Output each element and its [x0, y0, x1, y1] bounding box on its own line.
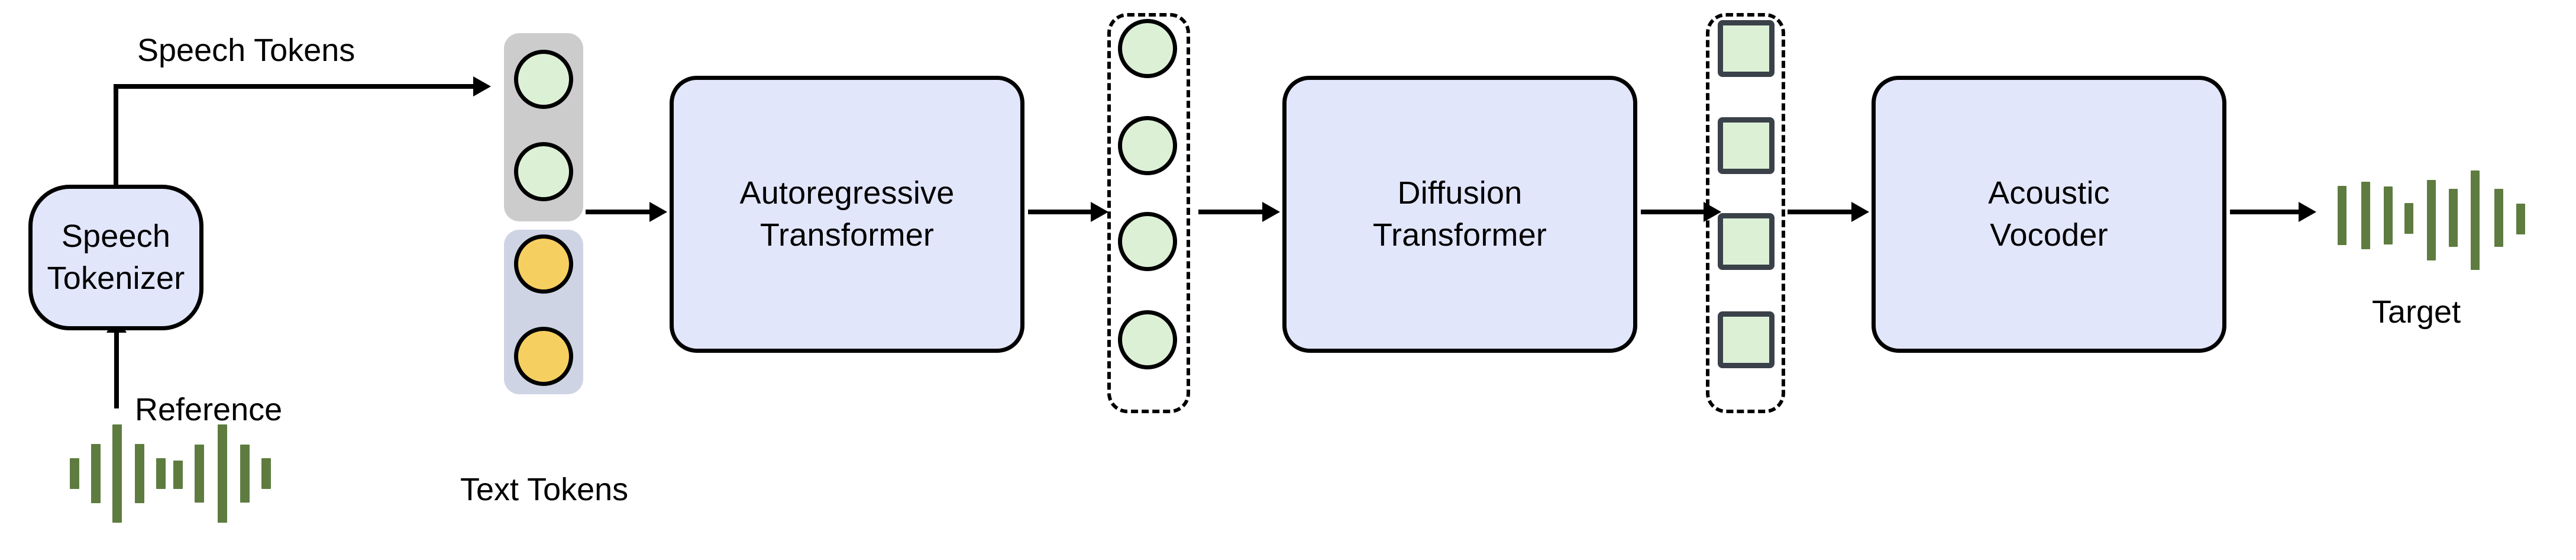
- waveform-bar: [2427, 180, 2436, 260]
- dit-to-mel-arrow-line: [1641, 210, 1706, 214]
- acoustic-vocoder-label: Acoustic Vocoder: [1988, 175, 2110, 253]
- mel-feature-group: [1706, 13, 1785, 413]
- waveform-bar: [173, 461, 183, 489]
- speech-tokens-arrow-head-icon: [473, 76, 491, 96]
- waveform-bar: [91, 444, 101, 503]
- waveform-bar: [112, 424, 122, 523]
- text-tokens-label: Text Tokens: [460, 472, 629, 507]
- reference-label: Reference: [135, 392, 283, 427]
- generated-to-dit-arrow-head-icon: [1262, 202, 1280, 222]
- mel-feature-square[interactable]: [1718, 117, 1775, 174]
- ar-to-generated-arrow-head-icon: [1091, 202, 1108, 222]
- speech-tokens-arrow-vertical: [114, 84, 118, 186]
- waveform-bar: [156, 458, 166, 489]
- waveform-bar: [2361, 182, 2370, 249]
- mel-to-vocoder-arrow-line: [1788, 210, 1854, 214]
- tokens-to-ar-arrow-line: [586, 210, 652, 214]
- reference-arrow-line: [114, 332, 119, 408]
- generated-speech-token-circle[interactable]: [1118, 19, 1177, 78]
- reference-waveform: [70, 414, 283, 539]
- waveform-bar: [2338, 186, 2346, 245]
- vocoder-to-target-arrow-head-icon: [2299, 202, 2316, 222]
- generated-to-dit-arrow-line: [1198, 210, 1265, 214]
- speech-token-circle[interactable]: [514, 50, 573, 109]
- diffusion-transformer-block[interactable]: Diffusion Transformer: [1282, 76, 1637, 353]
- diffusion-transformer-label: Diffusion Transformer: [1372, 175, 1547, 253]
- waveform-bar: [2516, 204, 2525, 234]
- waveform-bar: [2471, 170, 2480, 270]
- mel-feature-square[interactable]: [1718, 311, 1775, 368]
- waveform-bar: [135, 444, 144, 503]
- generated-speech-token-circle[interactable]: [1118, 310, 1177, 369]
- text-token-circle[interactable]: [514, 327, 573, 386]
- speech-tokens-arrow-horizontal: [114, 84, 476, 89]
- target-waveform: [2338, 167, 2539, 273]
- ar-to-generated-arrow-line: [1028, 210, 1093, 214]
- mel-feature-square[interactable]: [1718, 20, 1775, 77]
- autoregressive-transformer-block[interactable]: Autoregressive Transformer: [670, 76, 1024, 353]
- mel-to-vocoder-arrow-head-icon: [1851, 202, 1869, 222]
- acoustic-vocoder-block[interactable]: Acoustic Vocoder: [1872, 76, 2226, 353]
- text-token-circle[interactable]: [514, 234, 573, 294]
- tokens-to-ar-arrow-head-icon: [649, 202, 667, 222]
- speech-tokens-label: Speech Tokens: [137, 33, 355, 68]
- waveform-bar: [2494, 189, 2503, 247]
- mel-feature-square[interactable]: [1718, 213, 1775, 270]
- target-label: Target: [2372, 294, 2461, 330]
- waveform-bar: [240, 445, 250, 503]
- speech-token-circle[interactable]: [514, 142, 573, 201]
- waveform-bar: [70, 458, 79, 489]
- waveform-bar: [2384, 186, 2393, 244]
- autoregressive-transformer-label: Autoregressive Transformer: [739, 175, 955, 253]
- vocoder-to-target-arrow-line: [2230, 210, 2301, 214]
- generated-speech-token-circle[interactable]: [1118, 212, 1177, 271]
- speech-tokenizer-block[interactable]: Speech Tokenizer: [28, 185, 203, 330]
- waveform-bar: [195, 445, 204, 503]
- generated-speech-token-circle[interactable]: [1118, 116, 1177, 175]
- speech-tokenizer-label: Speech Tokenizer: [47, 218, 185, 296]
- waveform-bar: [261, 458, 271, 489]
- waveform-bar: [218, 424, 227, 523]
- waveform-bar: [2404, 203, 2413, 234]
- generated-speech-token-group: [1107, 13, 1190, 413]
- waveform-bar: [2449, 189, 2458, 247]
